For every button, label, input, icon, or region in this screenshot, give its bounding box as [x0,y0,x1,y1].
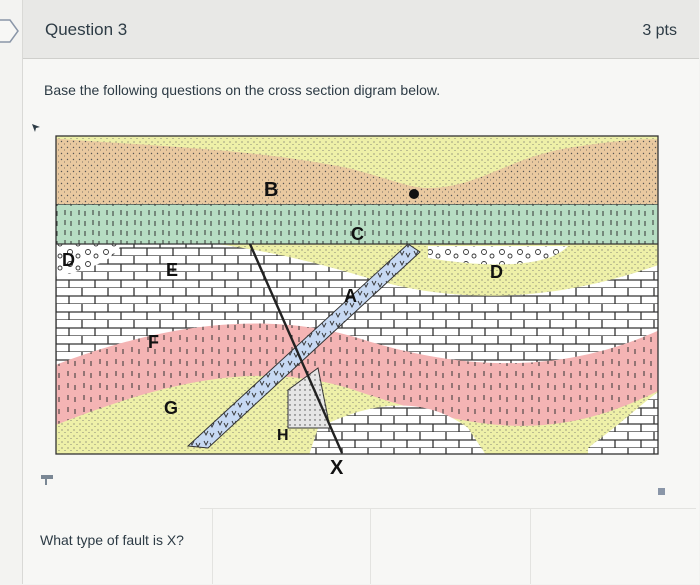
label-x: X [330,457,344,478]
answer-area[interactable] [200,508,696,585]
question-tab-icon [0,19,19,43]
label-a: A [344,286,357,306]
layer-b [56,138,658,204]
dike-a [186,243,421,449]
question-header: Question 3 3 pts [23,0,699,59]
question-prompt: Base the following questions on the cros… [44,82,441,98]
fault-x [248,243,344,454]
scroll-marker-icon [658,488,665,495]
cross-section-diagram: B C D D E F G A H X [55,135,659,478]
sub-question: What type of fault is X? [40,532,184,548]
cursor-icon [32,124,40,132]
answer-divider [530,508,531,584]
label-h: H [277,427,289,444]
flag-icon[interactable] [40,474,54,486]
label-d-right: D [490,262,503,282]
label-c: C [351,224,364,244]
label-f: F [148,332,159,352]
question-title: Question 3 [45,20,128,39]
label-b: B [264,179,278,201]
answer-divider [370,508,371,584]
label-g: G [164,398,178,418]
label-e: E [166,260,178,280]
label-d-left: D [62,250,75,270]
question-points: 3 pts [642,22,677,39]
layer-c [56,204,658,244]
answer-divider [212,508,213,584]
